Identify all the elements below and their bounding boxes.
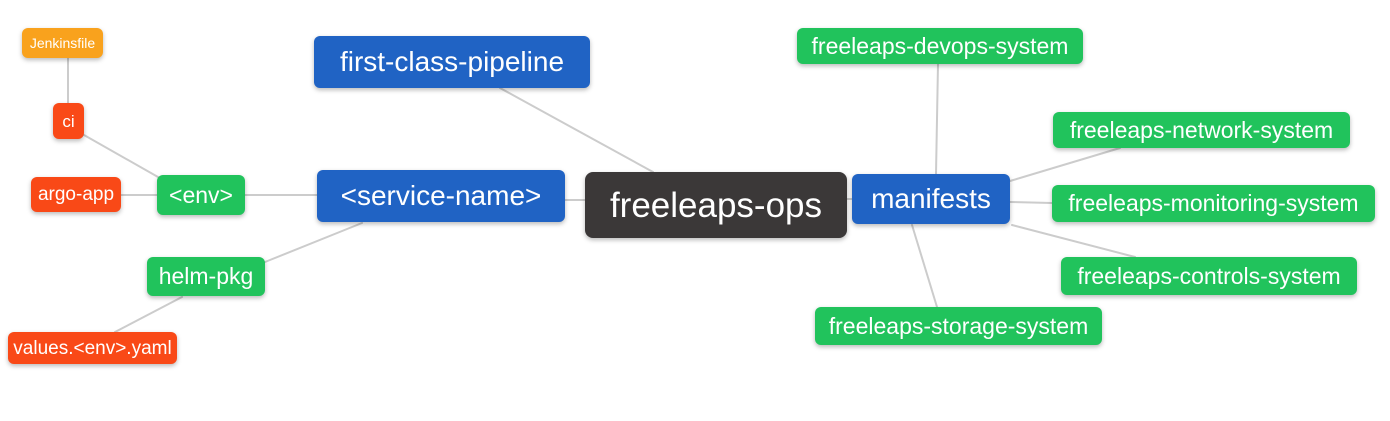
node-monitoring-system[interactable]: freeleaps-monitoring-system: [1052, 185, 1375, 222]
node-argo-app[interactable]: argo-app: [31, 177, 121, 212]
edge-values-env-yaml-to-helm-pkg: [114, 296, 183, 333]
edge-helm-pkg-to-service-name: [264, 222, 363, 263]
node-freeleaps-ops[interactable]: freeleaps-ops: [585, 172, 847, 238]
node-values-env-yaml[interactable]: values.<env>.yaml: [8, 332, 177, 364]
node-helm-pkg[interactable]: helm-pkg: [147, 257, 265, 296]
node-devops-system[interactable]: freeleaps-devops-system: [797, 28, 1083, 64]
edge-manifests-to-controls-system: [1011, 224, 1136, 258]
edge-ci-to-env: [83, 134, 159, 178]
edge-first-class-pipeline-to-freeleaps-ops: [499, 87, 654, 173]
edge-manifests-to-monitoring-system: [1009, 201, 1053, 204]
edge-manifests-to-network-system: [1009, 147, 1121, 182]
node-first-class-pipeline[interactable]: first-class-pipeline: [314, 36, 590, 88]
node-service-name[interactable]: <service-name>: [317, 170, 565, 222]
node-manifests[interactable]: manifests: [852, 174, 1010, 224]
node-ci[interactable]: ci: [53, 103, 84, 139]
node-env[interactable]: <env>: [157, 175, 245, 215]
node-jenkinsfile[interactable]: Jenkinsfile: [22, 28, 103, 58]
edge-manifests-to-devops-system: [935, 63, 939, 175]
edge-manifests-to-storage-system: [911, 224, 938, 308]
node-controls-system[interactable]: freeleaps-controls-system: [1061, 257, 1357, 295]
node-storage-system[interactable]: freeleaps-storage-system: [815, 307, 1102, 345]
node-network-system[interactable]: freeleaps-network-system: [1053, 112, 1350, 148]
